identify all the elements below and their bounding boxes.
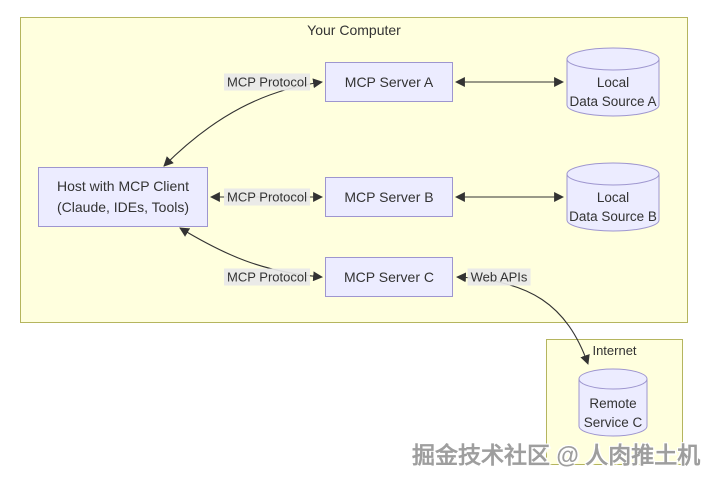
cluster-internet-title: Internet — [592, 343, 637, 358]
local-data-source-a-line2: Data Source A — [569, 94, 657, 109]
database-cylinder-icon — [578, 368, 648, 437]
edge-label-mcp-protocol-b: MCP Protocol — [224, 188, 310, 206]
local-data-source-b-line1: Local — [596, 190, 630, 205]
node-host-label-line1: Host with MCP Client — [56, 178, 189, 194]
node-local-data-source-a: Local Data Source A — [566, 47, 660, 118]
node-host-label-line2: (Claude, IDEs, Tools) — [56, 199, 189, 215]
edge-label-mcp-protocol-c: MCP Protocol — [224, 268, 310, 286]
database-cylinder-icon — [566, 47, 660, 117]
node-mcp-server-b: MCP Server B — [325, 177, 453, 217]
node-host-with-mcp-client: Host with MCP Client (Claude, IDEs, Tool… — [38, 167, 208, 227]
edge-label-web-apis: Web APIs — [467, 268, 531, 286]
edge-host-server-a — [163, 78, 323, 167]
node-remote-service-c: Remote Service C — [578, 368, 648, 437]
local-data-source-a-line1: Local — [596, 75, 630, 90]
local-data-source-b-line2: Data Source B — [569, 209, 657, 224]
remote-service-c-line1: Remote — [589, 396, 637, 411]
edge-label-mcp-protocol-a: MCP Protocol — [224, 73, 310, 91]
node-mcp-server-a-label: MCP Server A — [344, 73, 434, 90]
node-mcp-server-b-label: MCP Server B — [344, 188, 434, 205]
node-mcp-server-c: MCP Server C — [325, 257, 453, 297]
remote-service-c-line2: Service C — [583, 415, 643, 430]
cluster-your-computer-title: Your Computer — [307, 22, 401, 38]
node-mcp-server-c-label: MCP Server C — [344, 268, 434, 285]
database-cylinder-icon — [566, 162, 660, 232]
watermark-text: 掘金技术社区 @ 人肉推土机 — [412, 442, 701, 468]
edge-server-c-remote-service — [456, 272, 590, 365]
node-mcp-server-a: MCP Server A — [325, 62, 453, 102]
node-local-data-source-b: Local Data Source B — [566, 162, 660, 233]
